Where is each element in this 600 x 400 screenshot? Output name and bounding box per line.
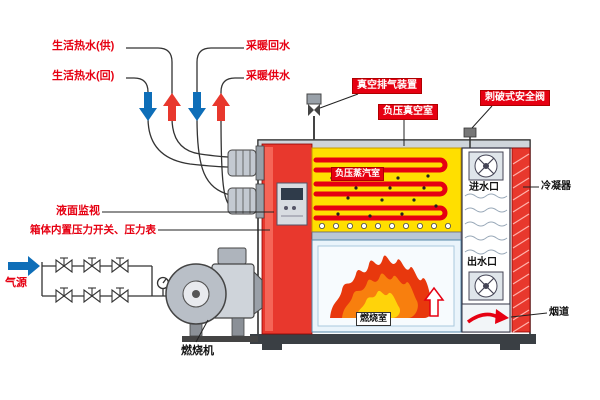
heating-tubes <box>313 157 448 221</box>
gas-valves <box>55 257 129 304</box>
label-liquid-level: 液面监视 <box>56 205 100 217</box>
boiler-foot-left <box>262 344 282 350</box>
burner <box>165 247 263 342</box>
arrow-down-blue-2 <box>188 92 206 121</box>
burner-fan-scroll <box>165 263 227 325</box>
arrow-down-blue-1 <box>139 92 157 121</box>
condenser-coil-strip <box>511 147 531 333</box>
pipe-dhw-supply <box>126 47 231 158</box>
pipe-heating-supply <box>220 77 244 207</box>
label-dhw-supply: 生活热水(供) <box>52 40 115 52</box>
water-waves <box>464 193 508 255</box>
flue-gas-arrowhead <box>495 309 509 324</box>
front-red-panel <box>261 143 313 335</box>
label-vacuum-exhaust-device: 真空排气装置 <box>352 78 422 94</box>
flow-arrows <box>139 92 230 121</box>
label-condenser: 冷凝器 <box>541 181 571 192</box>
label-combustion-chamber: 燃烧室 <box>356 312 392 326</box>
arrow-up-red-2 <box>212 93 230 121</box>
label-flue: 烟道 <box>549 307 569 318</box>
label-vacuum-chamber: 负压真空室 <box>378 104 438 120</box>
label-safety-valve: 刺破式安全阀 <box>480 90 550 106</box>
leader-vacuum-exhaust <box>319 93 359 109</box>
tube-sheet-band <box>311 231 462 241</box>
control-panel <box>276 182 308 226</box>
outlet-fan-icon <box>468 271 504 301</box>
label-heating-supply: 采暖供水 <box>246 70 290 82</box>
label-steam-chamber: 负压蒸汽室 <box>331 167 385 181</box>
heat-exchanger-coil-bottom <box>227 183 265 219</box>
tube-sheet-holes <box>318 222 451 229</box>
updraft-arrow <box>423 286 445 317</box>
flue-duct <box>461 303 511 333</box>
supply-return-pipes <box>126 47 244 207</box>
boiler-base <box>250 334 536 344</box>
inlet-fan-icon <box>468 151 504 181</box>
leader-lines <box>102 93 548 343</box>
label-burner: 燃烧机 <box>181 345 214 357</box>
condenser-column <box>461 147 511 333</box>
leader-flue <box>510 312 548 318</box>
safety-valve-device <box>463 127 477 148</box>
burner-motor <box>217 247 247 265</box>
label-water-outlet: 出水口 <box>467 257 497 268</box>
vacuum-exhaust-device <box>306 93 322 140</box>
burner-leg2 <box>231 317 245 337</box>
label-heating-return: 采暖回水 <box>246 40 290 52</box>
heat-exchanger-coil-top <box>227 145 265 181</box>
label-water-inlet: 进水口 <box>469 182 499 193</box>
arrow-up-red-1 <box>163 93 181 121</box>
label-dhw-return: 生活热水(回) <box>52 70 115 82</box>
gas-train <box>8 256 172 304</box>
flame <box>330 255 433 318</box>
label-gas-source: 气源 <box>5 277 27 289</box>
gas-flow-arrow <box>8 256 40 276</box>
pipe-dhw-return <box>126 77 231 168</box>
steam-chamber <box>311 147 462 233</box>
boiler-foot-right <box>500 344 520 350</box>
burner-stand <box>182 336 258 342</box>
leader-safety-valve <box>471 105 493 129</box>
label-pressure-switch: 箱体内置压力开关、压力表 <box>30 224 156 236</box>
burner-nozzle <box>253 270 263 315</box>
leader-burner <box>195 319 209 343</box>
